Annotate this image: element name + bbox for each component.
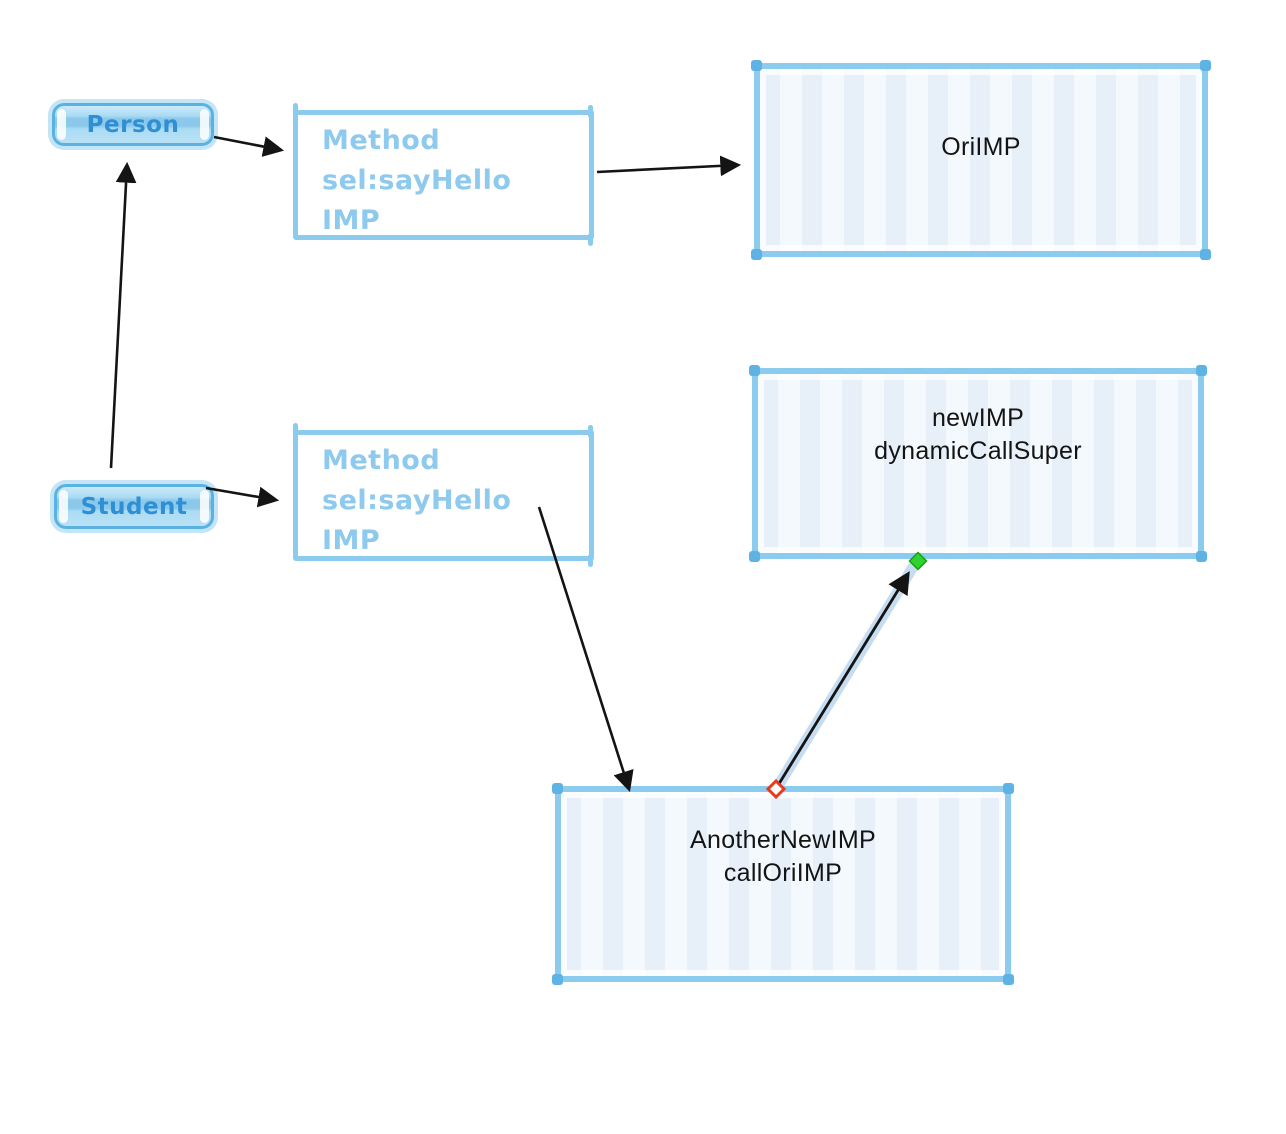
label-line: callOriIMP	[723, 859, 843, 887]
selection-halo	[772, 561, 919, 792]
corner-handle[interactable]	[1196, 365, 1207, 376]
label-line: sel:sayHello	[322, 165, 512, 196]
corner-handle[interactable]	[1196, 551, 1207, 562]
corner-handle[interactable]	[749, 365, 760, 376]
label-line: dynamicCallSuper	[874, 437, 1082, 465]
corner-tick	[588, 425, 593, 438]
node-label: Method sel:sayHello IMP	[298, 115, 589, 241]
node-method-student[interactable]: Method sel:sayHello IMP	[293, 423, 594, 567]
corner-tick	[293, 103, 298, 116]
corner-tick	[293, 423, 298, 436]
corner-handle[interactable]	[552, 783, 563, 794]
node-label: newIMP dynamicCallSuper	[758, 402, 1198, 468]
node-method-person[interactable]: Method sel:sayHello IMP	[293, 103, 594, 246]
edge-student-to-method[interactable]	[205, 486, 280, 508]
node-another-new-imp[interactable]: AnotherNewIMP callOriIMP	[552, 783, 1014, 985]
corner-tick	[588, 105, 593, 118]
corner-handle[interactable]	[749, 551, 760, 562]
label-line: IMP	[322, 205, 381, 236]
node-student[interactable]: Student	[54, 484, 214, 529]
corner-tick	[588, 554, 593, 567]
node-ori-imp[interactable]: OriIMP	[751, 60, 1211, 260]
label-line: newIMP	[931, 404, 1025, 432]
label-line: OriIMP	[941, 133, 1021, 161]
corner-handle[interactable]	[751, 60, 762, 71]
corner-handle[interactable]	[552, 974, 563, 985]
edge-person-to-method[interactable]	[213, 135, 285, 157]
corner-handle[interactable]	[1200, 249, 1211, 260]
corner-handle[interactable]	[1003, 783, 1014, 794]
label-line: Method	[322, 125, 441, 156]
corner-handle[interactable]	[1200, 60, 1211, 71]
edge-student-to-person[interactable]	[109, 161, 137, 469]
label-line: IMP	[322, 525, 381, 556]
corner-tick	[588, 233, 593, 246]
corner-handle[interactable]	[751, 249, 762, 260]
node-label: Student	[80, 493, 188, 520]
edge-method-to-oriimp[interactable]	[596, 155, 742, 177]
node-person[interactable]: Person	[52, 103, 214, 146]
node-label: Person	[86, 111, 180, 138]
corner-handle[interactable]	[1003, 974, 1014, 985]
node-label: AnotherNewIMP callOriIMP	[561, 824, 1005, 890]
edge-anothernewimp-to-newimp-selected[interactable]	[765, 551, 928, 800]
label-line: Method	[322, 445, 441, 476]
node-label: Method sel:sayHello IMP	[298, 435, 589, 561]
node-label: OriIMP	[760, 131, 1202, 164]
label-line: AnotherNewIMP	[690, 826, 876, 854]
label-line: sel:sayHello	[322, 485, 512, 516]
node-new-imp[interactable]: newIMP dynamicCallSuper	[749, 365, 1207, 562]
